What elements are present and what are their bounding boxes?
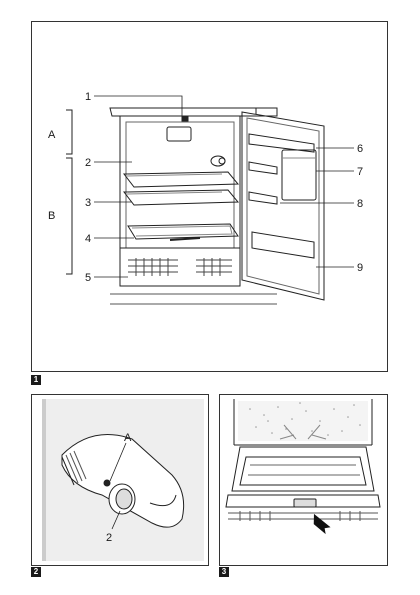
temperature-control-illustration: A 2	[42, 399, 204, 561]
callout-1: 1	[85, 91, 91, 103]
figure-3-panel	[219, 394, 388, 566]
figure-2-panel: A 2	[31, 394, 209, 566]
callout-6: 6	[357, 143, 363, 155]
callout-4: 4	[85, 233, 91, 245]
zone-label-b: B	[48, 210, 55, 222]
callout-3: 3	[85, 197, 91, 209]
callout-a: A	[124, 432, 132, 444]
callout-9: 9	[357, 262, 363, 274]
callout-5: 5	[85, 272, 91, 284]
callout-8: 8	[357, 198, 363, 210]
figure-1-number: 1	[31, 375, 41, 385]
fridge-illustration: A B 1 2 3 4 5 6 7 8 9	[48, 91, 363, 305]
figure-2-number: 2	[31, 567, 41, 577]
drip-tray-illustration	[225, 399, 381, 535]
figure-1-panel: A B 1 2 3 4 5 6 7 8 9	[31, 21, 388, 372]
callout-2: 2	[85, 157, 91, 169]
callout-7: 7	[357, 166, 363, 178]
zone-label-a: A	[48, 129, 56, 141]
figure-3-number: 3	[219, 567, 229, 577]
callout-2-knob: 2	[106, 532, 112, 544]
